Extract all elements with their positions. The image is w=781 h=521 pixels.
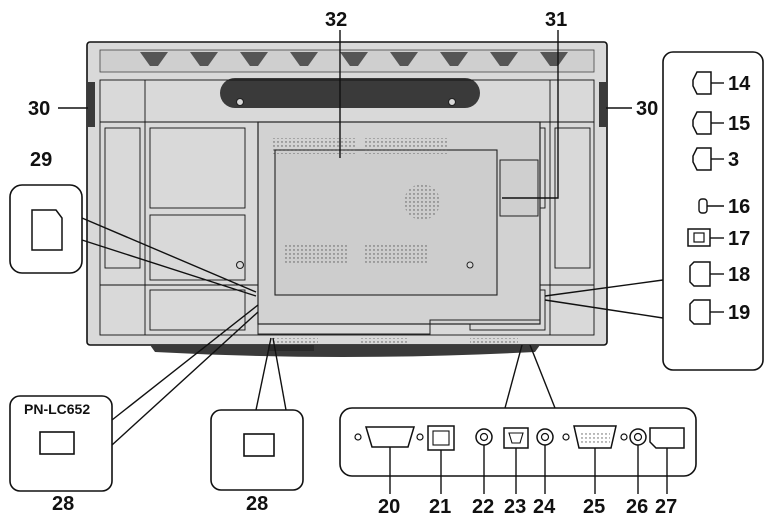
label-14: 14 — [728, 73, 751, 95]
hdmi-port-icon-18 — [689, 261, 711, 287]
usb-port-icon-14 — [692, 71, 712, 95]
bottom-port-panel: 20 21 22 23 24 — [339, 344, 697, 518]
label-30-right: 30 — [636, 98, 658, 120]
left-handle — [88, 82, 95, 127]
optical-port-icon — [503, 427, 529, 449]
callout-31: 31 — [502, 9, 567, 199]
label-18: 18 — [728, 264, 750, 286]
model-label: PN-LC652 — [24, 401, 90, 417]
inset-28-left: PN-LC652 28 — [9, 304, 259, 515]
label-27: 27 — [655, 496, 677, 518]
side-port-panel: 14 15 3 16 17 18 19 — [544, 51, 764, 371]
right-handle — [599, 82, 606, 127]
usb-port-icon-3 — [692, 147, 712, 171]
power-switch-icon-mid — [243, 433, 275, 457]
hdmi-port-icon-19 — [689, 299, 711, 325]
label-28-mid: 28 — [246, 493, 268, 515]
label-15: 15 — [728, 113, 750, 135]
ac-inlet-icon — [31, 209, 63, 251]
usb-c-port-icon-16 — [698, 198, 708, 214]
displayport-icon — [649, 427, 685, 449]
label-21: 21 — [429, 496, 451, 518]
usb-port-icon-15 — [692, 111, 712, 135]
label-20: 20 — [378, 496, 400, 518]
label-16: 16 — [728, 196, 750, 218]
label-26: 26 — [626, 496, 648, 518]
audio-jack-icon-22 — [475, 428, 493, 446]
label-22: 22 — [472, 496, 494, 518]
callout-30-left: 30 — [28, 98, 88, 120]
label-31: 31 — [545, 9, 567, 31]
label-24: 24 — [533, 496, 556, 518]
center-module — [257, 121, 541, 335]
monitor-back-panel — [86, 41, 608, 346]
label-23: 23 — [504, 496, 526, 518]
label-28-left: 28 — [52, 493, 74, 515]
audio-jack-icon-24 — [536, 428, 554, 446]
audio-jack-icon-26 — [629, 428, 647, 446]
inset-28-mid: 28 — [210, 337, 304, 515]
bottom-stand — [150, 345, 540, 357]
label-19: 19 — [728, 302, 750, 324]
power-switch-icon — [39, 431, 75, 455]
label-30-left: 30 — [28, 98, 50, 120]
callout-30-right: 30 — [606, 98, 658, 120]
lan-port-icon — [427, 425, 455, 451]
inset-29: 29 — [9, 149, 257, 297]
rs232-port-icon — [354, 426, 424, 448]
label-25: 25 — [583, 496, 605, 518]
label-29: 29 — [30, 149, 52, 171]
label-32: 32 — [325, 9, 347, 31]
top-vent-chevrons — [140, 52, 568, 66]
label-17: 17 — [728, 228, 750, 250]
callout-32: 32 — [325, 9, 347, 158]
label-3: 3 — [728, 149, 739, 171]
vga-port-icon — [562, 425, 628, 449]
